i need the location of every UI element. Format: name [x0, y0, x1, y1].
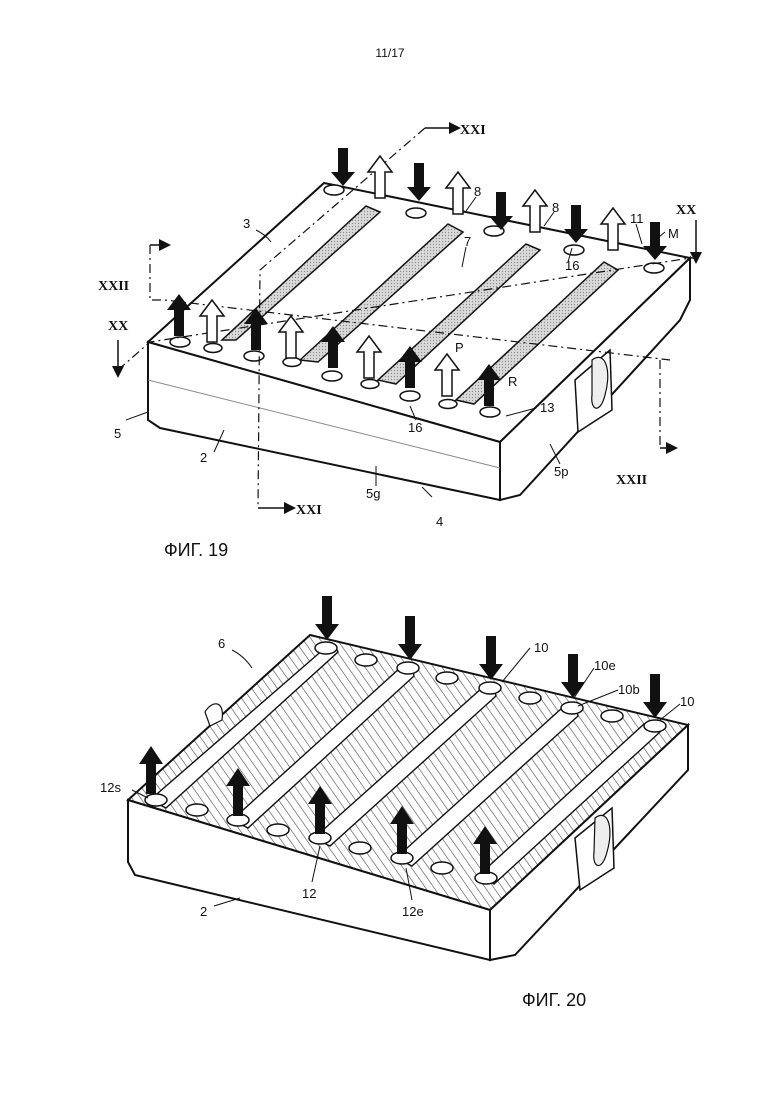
section-xx-right: XX [676, 203, 696, 218]
ref-4: 4 [436, 514, 443, 529]
ref-12s: 12s [100, 780, 121, 795]
figure-20-caption: ФИГ. 20 [522, 990, 586, 1011]
ref-M: M [668, 226, 679, 241]
ref-12e: 12e [402, 904, 424, 919]
ref-10b-right: 10 [680, 694, 694, 709]
figure-20: 6 10 10e 10b 10 12s 12 12e 2 [100, 596, 694, 960]
figure-19: 3 8 8 7 11 M 16 P R 13 16 5 2 5g 5p 4 XX… [98, 123, 696, 529]
section-xxii-left: XXII [98, 279, 129, 294]
figure-19-caption: ФИГ. 19 [164, 540, 228, 561]
ref-P: P [455, 340, 464, 355]
section-xx-left: XX [108, 319, 128, 334]
ref-6: 6 [218, 636, 225, 651]
ref-7: 7 [464, 234, 471, 249]
ref-16a: 16 [565, 258, 579, 273]
ref-10e: 10e [594, 658, 616, 673]
section-xxi-top: XXI [460, 123, 486, 138]
section-xxi-bottom: XXI [296, 503, 322, 518]
ref-10b: 10b [618, 682, 640, 697]
ref-5: 5 [114, 426, 121, 441]
ref-11: 11 [630, 211, 644, 226]
ref-8a: 8 [474, 184, 481, 199]
ref-5g: 5g [366, 486, 380, 501]
section-xxii-right: XXII [616, 473, 647, 488]
ref-8b: 8 [552, 200, 559, 215]
ref-2: 2 [200, 450, 207, 465]
ref-16b: 16 [408, 420, 422, 435]
ref-2-fig20: 2 [200, 904, 207, 919]
ref-10a: 10 [534, 640, 548, 655]
ref-R: R [508, 374, 517, 389]
ref-5p: 5p [554, 464, 568, 479]
ref-12: 12 [302, 886, 316, 901]
ref-3: 3 [243, 216, 250, 231]
ref-13: 13 [540, 400, 554, 415]
